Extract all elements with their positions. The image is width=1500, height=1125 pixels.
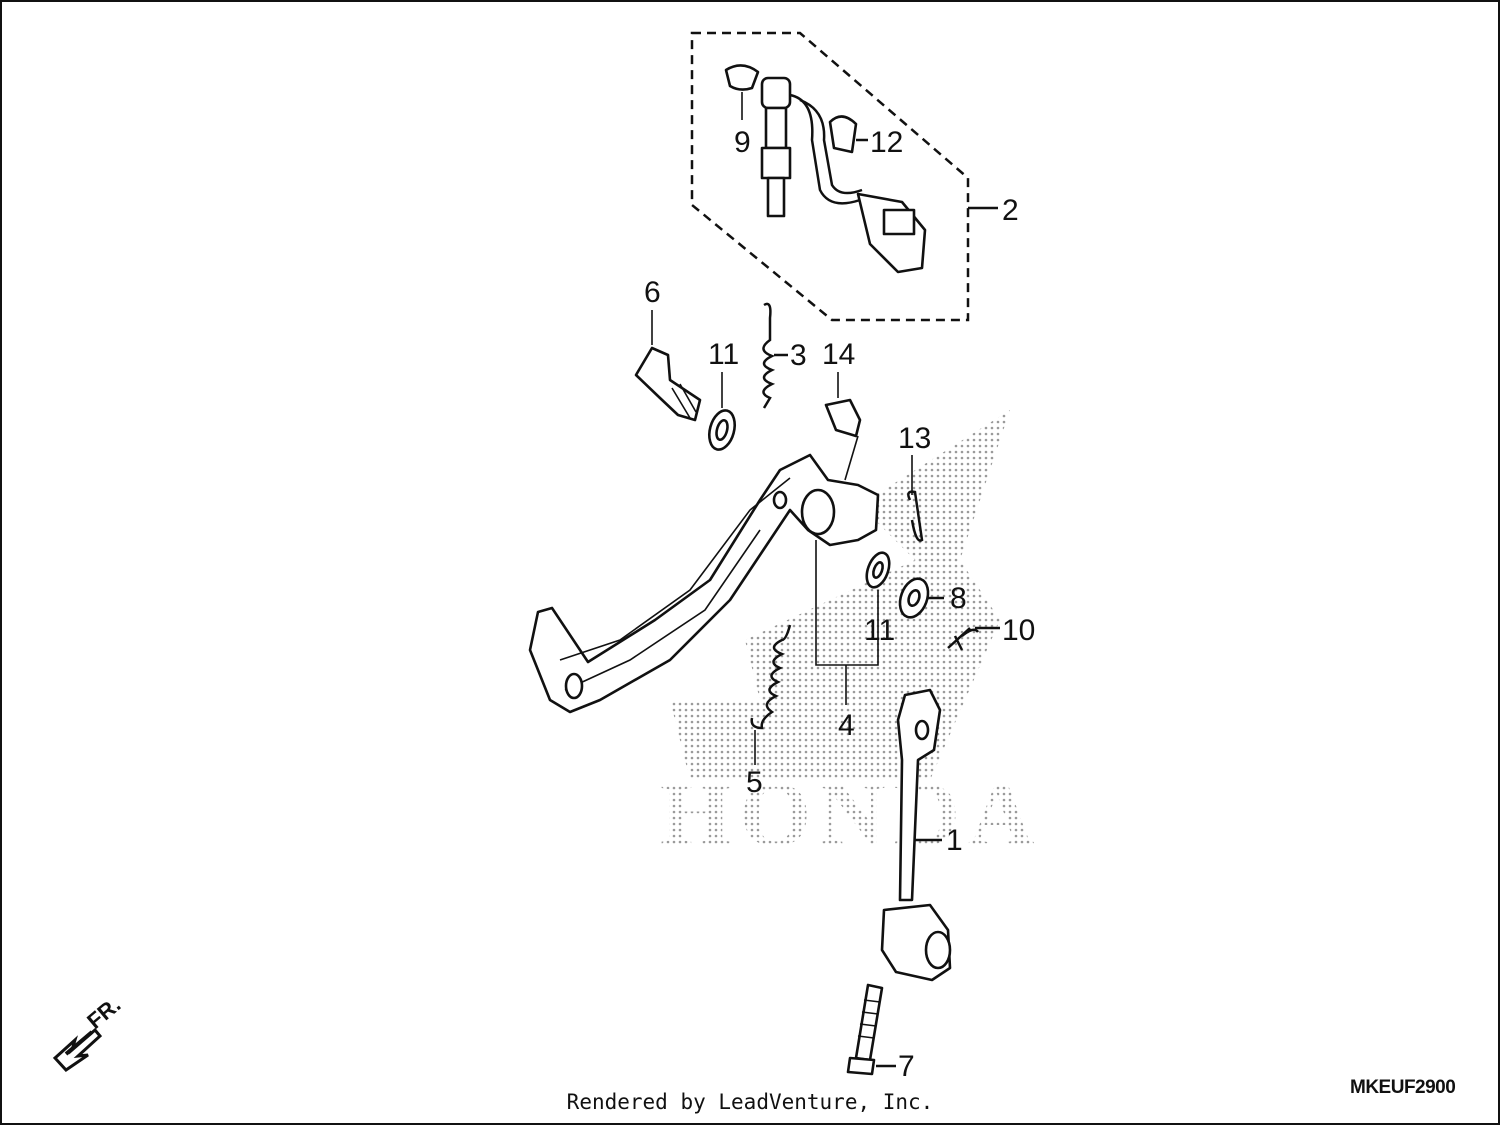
callout-13: 13: [898, 422, 931, 455]
callout-10: 10: [1002, 614, 1035, 647]
callout-8: 8: [950, 582, 967, 615]
callout-14: 14: [822, 338, 855, 371]
part-4-brake-pedal: [528, 453, 880, 714]
part-6-bolt: [634, 346, 702, 422]
part-12-clamp: [828, 115, 858, 154]
callout-3: 3: [790, 339, 807, 372]
callout-9: 9: [734, 126, 751, 159]
render-credit: Rendered by LeadVenture, Inc.: [566, 1090, 934, 1114]
part-10-pin: [947, 627, 980, 651]
callout-12: 12: [870, 126, 903, 159]
front-direction-arrow-icon: FR.: [52, 992, 125, 1072]
callout-11-upper: 11: [708, 338, 739, 371]
part-2-sensor: [760, 76, 927, 274]
leader-4-bracket: [815, 540, 879, 666]
part-14-bracket: [824, 398, 862, 438]
callout-5: 5: [746, 766, 763, 799]
part-13-cotter-pin: [907, 490, 924, 542]
part-7-bolt: [846, 983, 884, 1076]
honda-wing-watermark: HONDA: [660, 410, 1042, 865]
part-1-rod: [880, 688, 952, 982]
honda-watermark-text: HONDA: [660, 763, 1042, 865]
callout-2: 2: [1002, 194, 1019, 227]
assembly-group-box: [690, 31, 970, 322]
part-3-spring: [762, 302, 776, 409]
callout-6: 6: [644, 276, 661, 309]
part-9-clip: [724, 64, 760, 91]
part-5-spring: [750, 624, 792, 730]
callout-1: 1: [946, 824, 963, 857]
callout-11-lower: 11: [864, 614, 895, 647]
callout-7: 7: [898, 1050, 915, 1083]
front-marker-text: FR.: [82, 992, 125, 1034]
diagram-code: MKEUF2900: [1350, 1077, 1455, 1098]
callout-4: 4: [838, 709, 855, 742]
